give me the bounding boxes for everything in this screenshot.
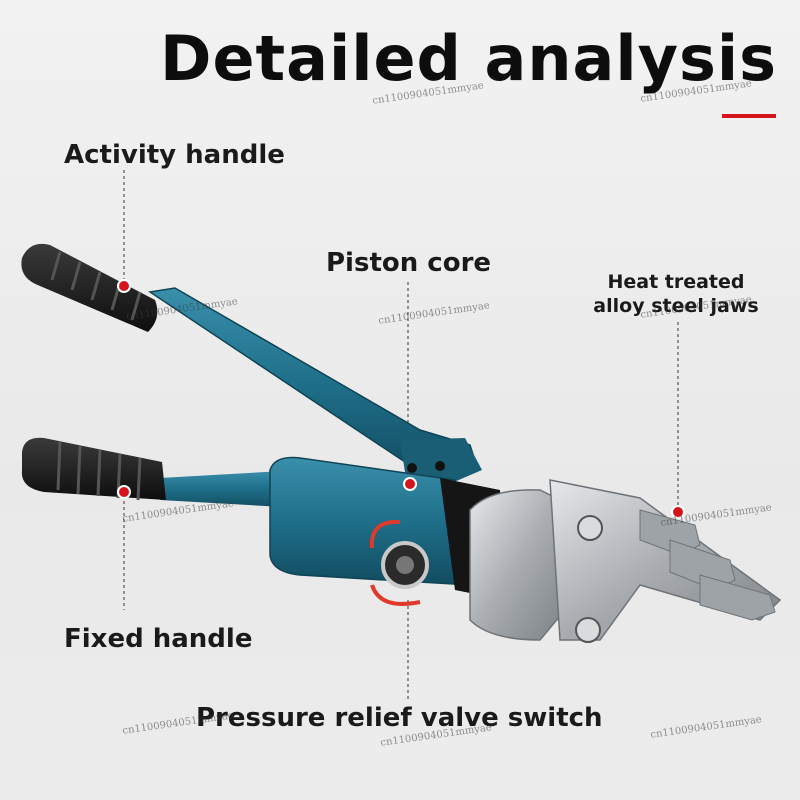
fixed-handle-marker [117,485,131,499]
jaw-tooth [699,574,776,621]
activity-handle-marker [117,279,131,293]
jaws-marker [671,505,685,519]
linkage-pin [407,463,417,473]
linkage-pin [435,461,445,471]
fixed-handle-grip [21,437,166,501]
cutter-head-nut [469,489,566,641]
jaws-label-line1: Heat treated [607,271,745,293]
piston-core-label: Piston core [326,248,492,278]
jaw-pivot-bolt [577,515,603,541]
activity-handle-label: Activity handle [64,140,285,170]
title-accent-bar [722,114,776,118]
page-title: Detailed analysis [160,22,778,95]
fixed-handle-shaft [160,470,300,508]
activity-handle-grip [21,243,158,332]
valve-arrow-up [369,519,401,549]
jaws-label-line2: alloy steel jaws [593,295,759,317]
fixed-handle-label: Fixed handle [64,624,253,654]
valve-switch-label: Pressure relief valve switch [196,703,603,733]
jaw-pivot-bolt [575,617,601,643]
valve-center [396,556,414,574]
piston-core-marker [403,477,417,491]
jaws-label: Heat treated alloy steel jaws [586,270,766,318]
valve-arrow-down [370,584,421,606]
